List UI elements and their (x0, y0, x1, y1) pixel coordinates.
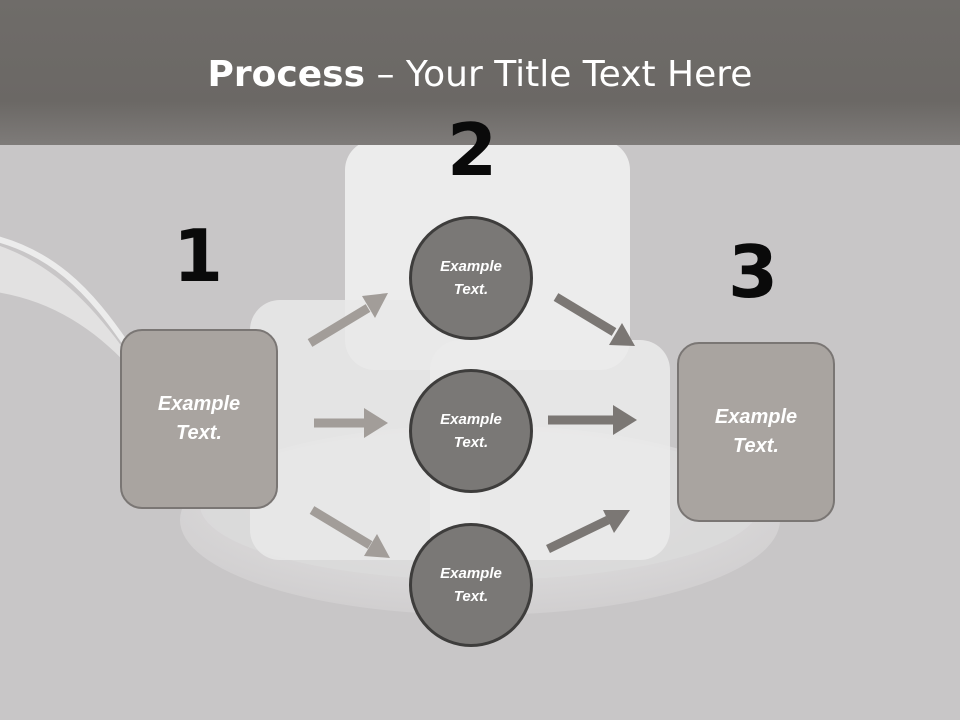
step-2-number: 2 (446, 108, 498, 192)
step-1-box-text: Example Text. (157, 393, 241, 444)
arrow-box1-to-middle (314, 408, 388, 438)
arrow-box1-to-top (307, 293, 388, 347)
step-2-node-bottom: Example Text. (409, 523, 533, 647)
step-2-node-middle: Example Text. (409, 369, 533, 493)
step-1-number: 1 (172, 214, 224, 298)
arrow-bottom-to-box3 (546, 510, 630, 554)
arrow-middle-to-box3 (548, 405, 637, 435)
title-rest: – Your Title Text Here (365, 54, 753, 95)
slide-title: Process – Your Title Text Here (0, 52, 960, 98)
arrow-top-to-box3 (553, 293, 635, 346)
title-band (0, 0, 960, 145)
node-bottom-text: Example Text. (440, 565, 502, 605)
step-3-number: 3 (727, 230, 779, 314)
step-3-box-text: Example Text. (714, 406, 798, 457)
step-1-box: Example Text. (120, 329, 278, 509)
step-3-box: Example Text. (677, 342, 835, 522)
title-bold: Process (207, 54, 366, 95)
step-2-node-top: Example Text. (409, 216, 533, 340)
node-middle-text: Example Text. (440, 411, 502, 451)
arrow-box1-to-bottom (309, 506, 390, 558)
node-top-text: Example Text. (440, 258, 502, 298)
